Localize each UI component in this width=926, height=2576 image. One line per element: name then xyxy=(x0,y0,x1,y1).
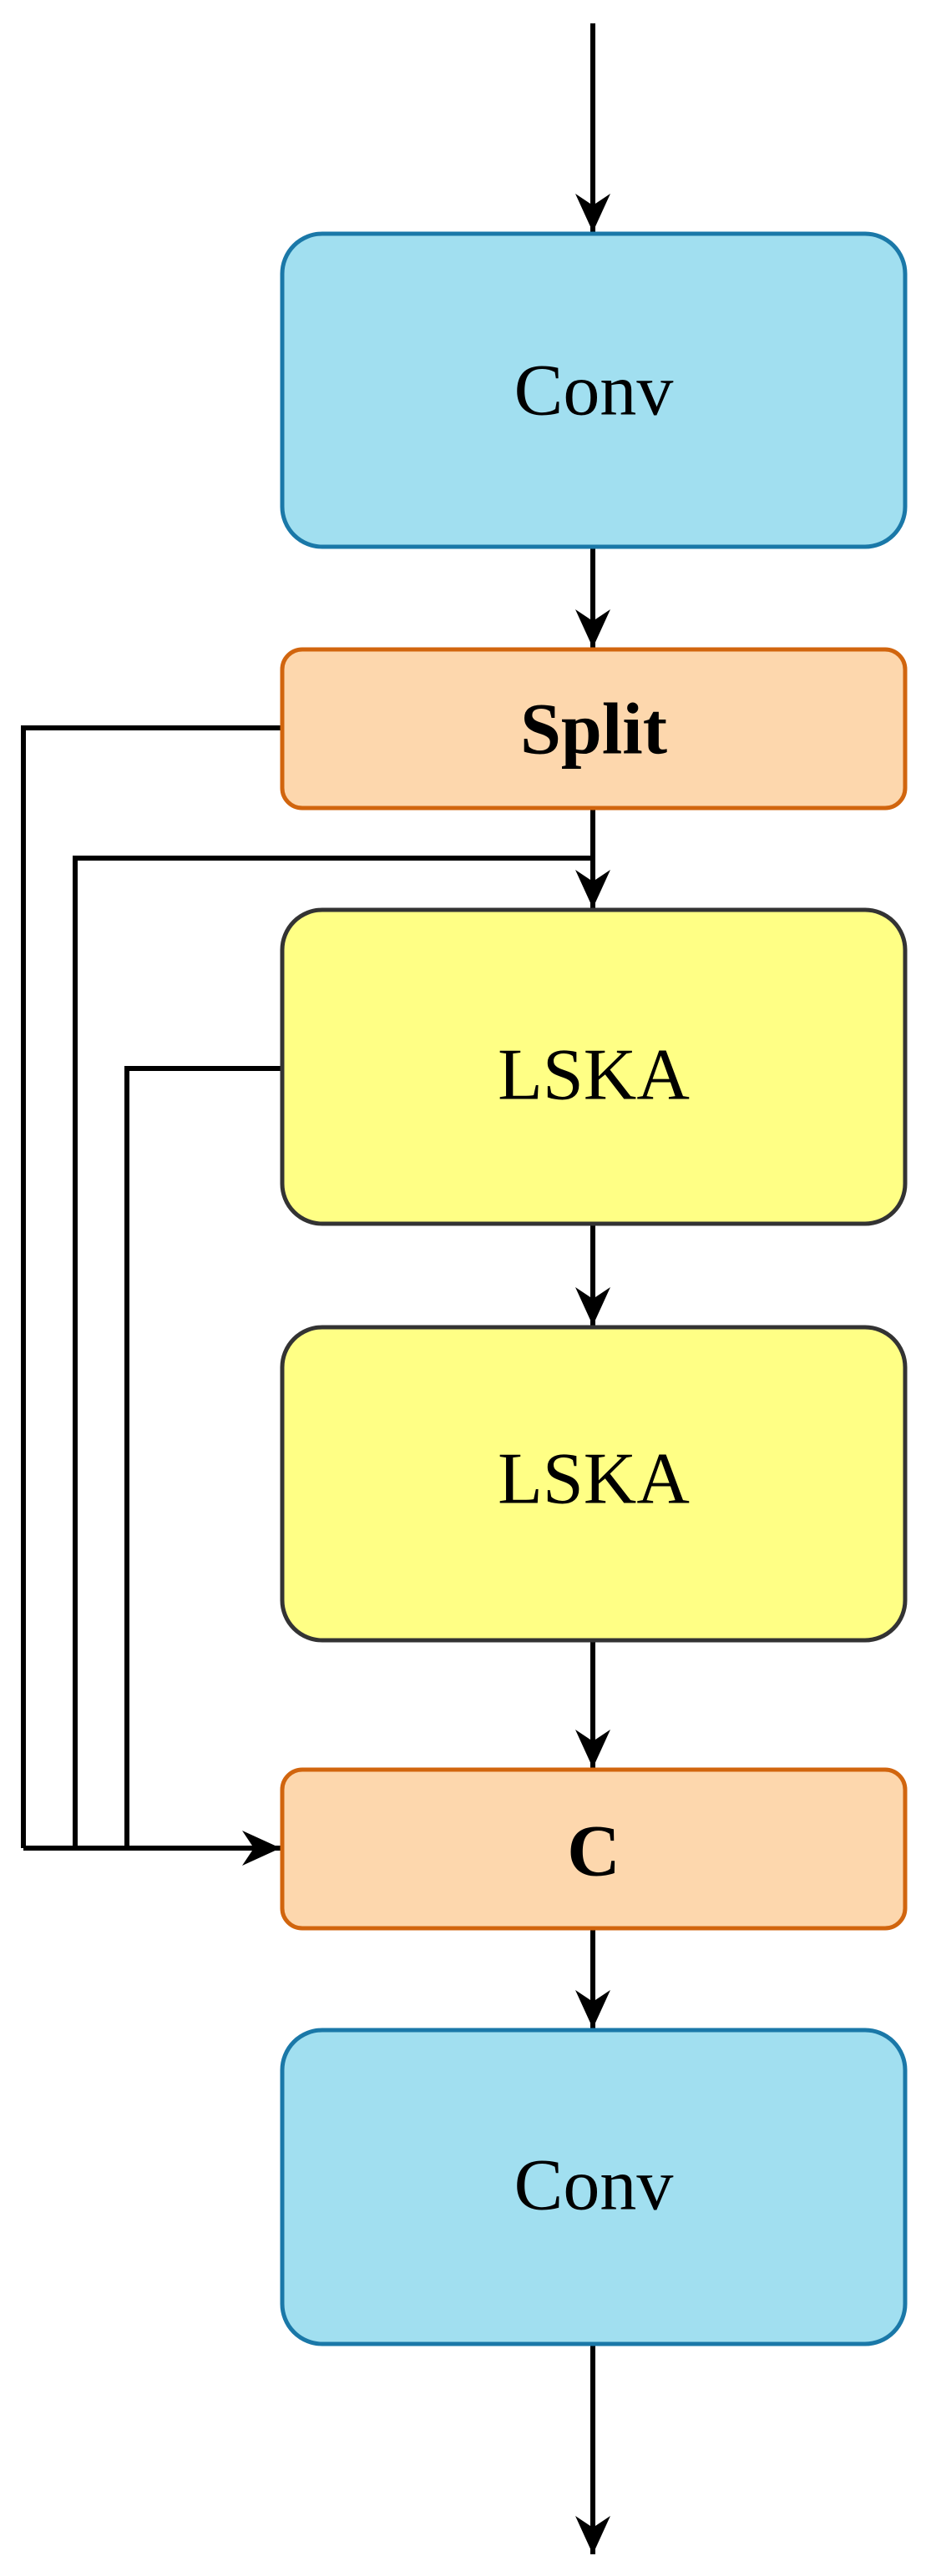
split-block: Split xyxy=(280,647,908,811)
lska-skip-connection xyxy=(124,1066,282,1848)
conv-block-bottom: Conv xyxy=(280,2028,908,2346)
conv-block-top-label: Conv xyxy=(514,351,674,432)
split-block-label: Split xyxy=(520,689,667,770)
lska-block-2: LSKA xyxy=(280,1325,908,1643)
split-skip-connection xyxy=(21,725,282,1848)
lska-block-2-label: LSKA xyxy=(498,1439,690,1520)
split-branch-connection xyxy=(73,856,593,1848)
concat-block: C xyxy=(280,1767,908,1931)
lska-block-1: LSKA xyxy=(280,907,908,1226)
conv-block-top: Conv xyxy=(280,231,908,549)
lska-block-1-label: LSKA xyxy=(498,1035,690,1116)
concat-block-label: C xyxy=(567,1811,620,1892)
conv-block-bottom-label: Conv xyxy=(514,2145,674,2226)
